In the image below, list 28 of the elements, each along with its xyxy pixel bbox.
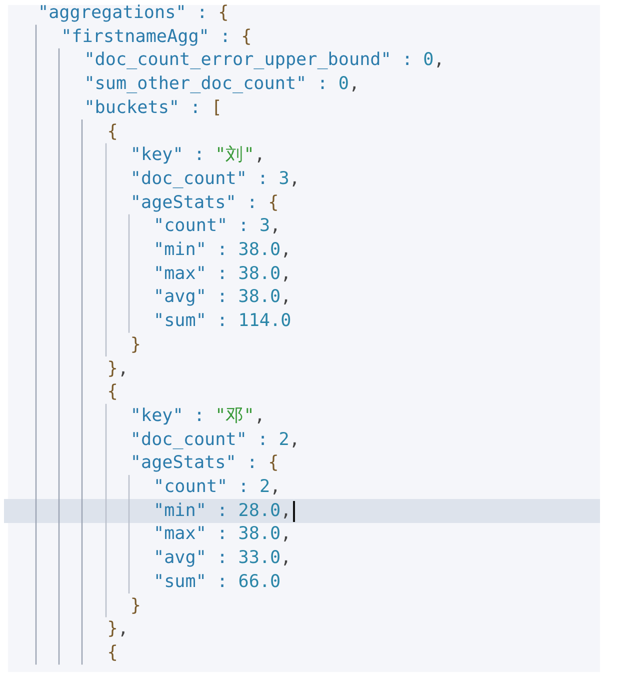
code-line: "avg" : 33.0, xyxy=(154,547,292,570)
code-line: "aggregations" : { xyxy=(38,2,229,25)
code-line: { xyxy=(107,120,118,144)
code-line: "key" : "刘", xyxy=(130,144,265,168)
code-line: "min" : 28.0, xyxy=(154,500,292,523)
code-line: "count" : 3, xyxy=(154,215,281,238)
code-line: "doc_count_error_upper_bound" : 0, xyxy=(84,49,444,72)
code-line: "key" : "邓", xyxy=(130,404,265,428)
code-line: } xyxy=(130,334,141,357)
code-line: "max" : 38.0, xyxy=(154,523,292,546)
code-line: "doc_count" : 3, xyxy=(130,168,300,191)
code-line: }, xyxy=(107,358,128,380)
code-line: "doc_count" : 2, xyxy=(130,428,300,452)
code-line: "count" : 2, xyxy=(154,476,281,499)
code-line: "ageStats" : { xyxy=(130,192,279,215)
code-line: "max" : 38.0, xyxy=(154,262,292,286)
code-line: "sum" : 66.0 xyxy=(154,570,281,594)
code-line: "sum_other_doc_count" : 0, xyxy=(84,73,360,96)
code-line: }, xyxy=(107,618,128,642)
code-line: } xyxy=(130,594,141,618)
code-line: "sum" : 114.0 xyxy=(154,310,292,334)
code-line: "min" : 38.0, xyxy=(154,239,292,262)
code-line: "avg" : 38.0, xyxy=(154,286,292,310)
code-line: { xyxy=(107,381,118,404)
code-line: "firstnameAgg" : { xyxy=(61,26,252,49)
code-line: "ageStats" : { xyxy=(130,452,279,476)
code-line: { xyxy=(107,642,118,665)
code-line: "buckets" : [ xyxy=(84,96,222,120)
